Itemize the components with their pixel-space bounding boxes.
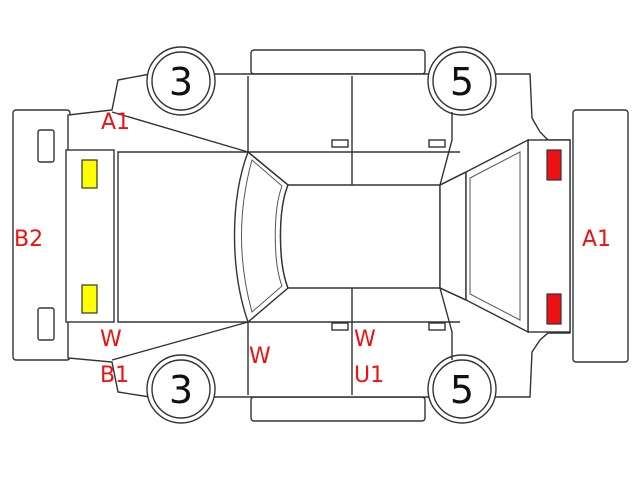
wheel-rear-right-label: 5 (450, 368, 474, 412)
damage-code-right-rear-door-u: U1 (354, 363, 384, 388)
left-side-sill (250, 49, 426, 75)
rear-bumper (572, 109, 629, 363)
rear-window (439, 170, 467, 302)
damage-code-front-right-w: W (100, 327, 122, 352)
front-left-fog-light (37, 129, 55, 163)
right-side-sill (250, 396, 426, 422)
left-front-door (247, 76, 353, 185)
wheel-rear-right (432, 359, 492, 419)
left-rear-door (439, 112, 453, 186)
damage-code-front-panel: B2 (14, 227, 43, 252)
right-front-door (247, 288, 353, 395)
front-right-fog-light (37, 307, 55, 341)
left-rear-door-handle (428, 139, 446, 148)
roof (279, 184, 441, 289)
damage-code-front-left: A1 (101, 110, 130, 135)
left-front-door-handle (331, 139, 349, 148)
right-rear-door-handle (428, 322, 446, 331)
yellow-marker-front-right (81, 284, 98, 314)
damage-code-right-rear-door-w: W (354, 327, 376, 352)
red-marker-rear-left (546, 149, 562, 181)
damage-code-rear-panel: A1 (582, 227, 611, 252)
damage-code-front-right-b: B1 (100, 363, 129, 388)
wheel-front-right (151, 359, 211, 419)
red-marker-rear-right (546, 293, 562, 325)
right-front-door-handle (331, 322, 349, 331)
trunk (465, 138, 529, 334)
wheel-front-right-label: 3 (169, 368, 193, 412)
wheel-front-left-label: 3 (169, 60, 193, 104)
right-rear-door (439, 287, 453, 360)
wheel-rear-left (432, 51, 492, 111)
damage-code-right-front-door: W (249, 344, 271, 369)
yellow-marker-front-left (81, 159, 98, 189)
wheel-front-left (151, 51, 211, 111)
wheel-rear-left-label: 5 (450, 60, 474, 104)
